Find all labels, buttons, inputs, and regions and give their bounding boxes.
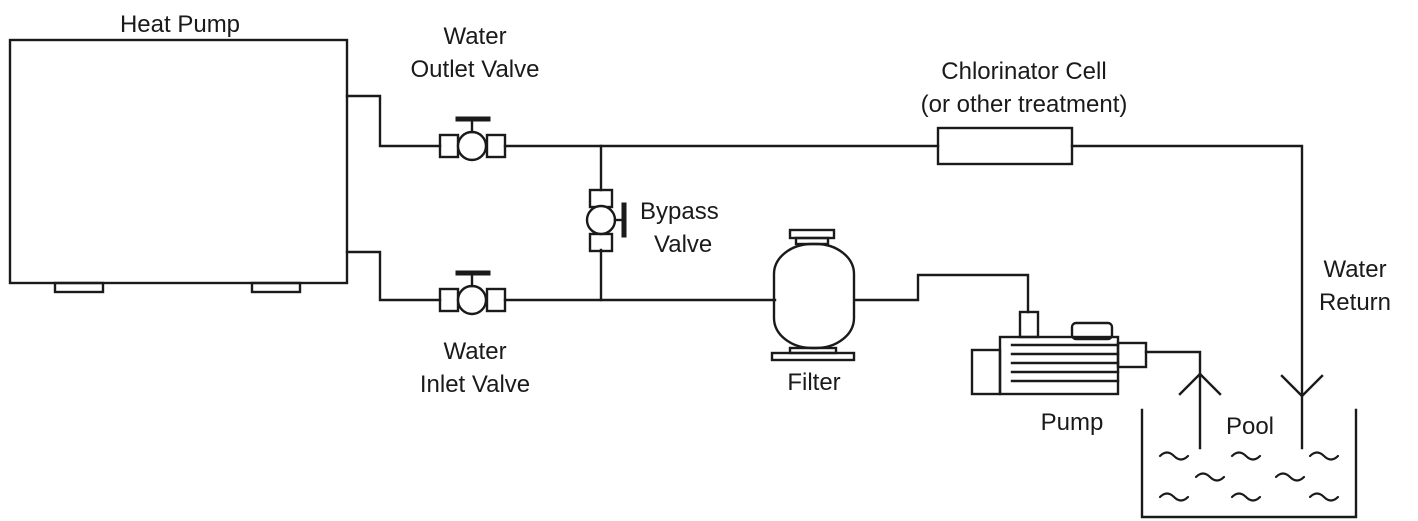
- water-inlet-valve: [438, 270, 507, 316]
- pool-label: Pool: [1225, 413, 1275, 440]
- water-outlet-valve: [438, 116, 507, 162]
- pool-water-waves: [1158, 451, 1340, 502]
- outlet-pipe: [345, 94, 1304, 450]
- outlet-valve-label-line1: Water: [443, 23, 507, 50]
- filter-label: Filter: [787, 369, 841, 396]
- pump-suction-pipe: [1144, 350, 1202, 450]
- filter-tank: [770, 228, 856, 362]
- pump-label: Pump: [1040, 409, 1104, 436]
- inlet-pipe: [345, 250, 1030, 314]
- bypass-valve-label: Bypass Valve: [640, 195, 719, 261]
- heat-pump-label: Heat Pump: [119, 11, 241, 38]
- heat-pump-unit: [8, 38, 349, 294]
- inlet-valve-label: Water Inlet Valve: [400, 335, 550, 401]
- chlorinator-label-line1: Chlorinator Cell: [941, 58, 1107, 85]
- bypass-valve: [585, 188, 627, 253]
- chlorinator-label-line2: (or other treatment): [920, 91, 1128, 118]
- bypass-valve-label-line1: Bypass: [640, 198, 719, 225]
- bypass-valve-label-line2: Valve: [654, 231, 713, 258]
- inlet-valve-label-line2: Inlet Valve: [419, 371, 531, 398]
- chlorinator-label: Chlorinator Cell (or other treatment): [894, 55, 1154, 121]
- water-return-label-line1: Water: [1323, 256, 1387, 283]
- pool-basin: [1140, 408, 1358, 519]
- outlet-valve-label: Water Outlet Valve: [400, 20, 550, 86]
- suction-arrow: [1178, 372, 1222, 396]
- inlet-valve-label-line1: Water: [443, 338, 507, 365]
- outlet-valve-label-line2: Outlet Valve: [410, 56, 540, 83]
- water-return-label: Water Return: [1300, 253, 1410, 319]
- pump-unit: [970, 310, 1148, 396]
- water-return-label-line2: Return: [1318, 289, 1392, 316]
- chlorinator-cell: [936, 126, 1074, 166]
- water-return-arrow: [1280, 374, 1324, 398]
